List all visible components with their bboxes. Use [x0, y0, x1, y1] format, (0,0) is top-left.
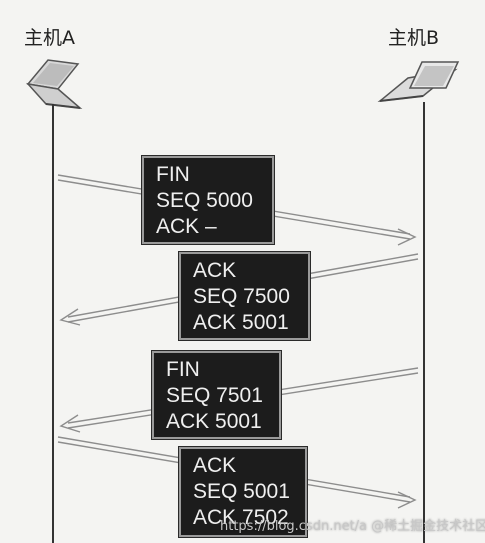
host-b-label: 主机B — [388, 27, 440, 49]
packet-line: SEQ 7501 — [166, 384, 263, 407]
packet-line: ACK – — [156, 215, 217, 238]
packet-ack-1: ACK SEQ 7500 ACK 5001 — [179, 252, 310, 340]
packet-line: ACK — [193, 454, 237, 477]
packet-line: ACK — [193, 259, 237, 282]
packet-line: FIN — [166, 358, 200, 381]
packet-line: ACK 7502 — [193, 506, 289, 529]
host-a-label: 主机A — [24, 27, 75, 49]
packet-fin-1: FIN SEQ 5000 ACK – — [142, 156, 274, 244]
packet-ack-2: ACK SEQ 5001 ACK 7502 — [179, 447, 307, 537]
packet-fin-2: FIN SEQ 7501 ACK 5001 — [152, 351, 281, 439]
laptop-icon — [26, 59, 83, 110]
packet-line: ACK 5001 — [166, 410, 262, 433]
packet-line: SEQ 5000 — [156, 189, 253, 212]
packet-line: FIN — [156, 163, 190, 186]
laptop-icon — [377, 61, 460, 103]
packet-line: SEQ 5001 — [193, 480, 290, 503]
packet-line: SEQ 7500 — [193, 285, 290, 308]
watermark: https://blog.csdn.net/a @稀土掘金技术社区 — [220, 519, 485, 534]
packet-line: ACK 5001 — [193, 311, 289, 334]
